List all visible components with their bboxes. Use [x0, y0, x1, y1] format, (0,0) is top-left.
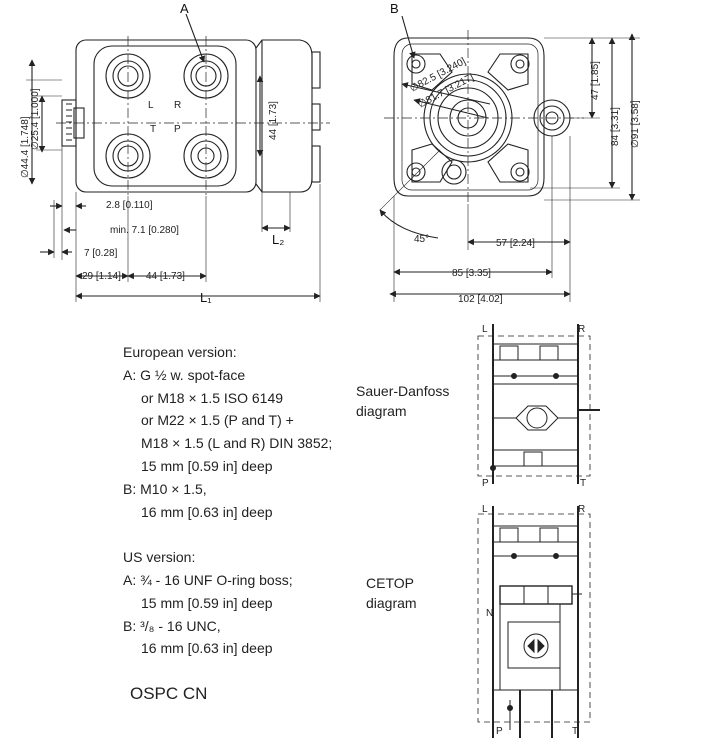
lower-boss	[441, 159, 467, 185]
sauer-label-line1: Sauer-Danfoss	[356, 383, 450, 399]
ct-label-t: T	[572, 726, 578, 737]
metering-unit	[507, 621, 561, 669]
us-b2: 16 mm [0.63 in] deep	[141, 640, 273, 657]
dim-w85: 85 [3.35]	[452, 268, 491, 279]
directional-valve	[499, 585, 573, 605]
port-label-t: T	[150, 124, 156, 135]
us-b1: B: ³/₈ - 16 UNC,	[123, 617, 221, 634]
sd-label-l: L	[482, 324, 488, 335]
dim-45deg: 45°	[414, 234, 429, 245]
cetop-label-line2: diagram	[366, 595, 417, 611]
dim-2-8: 2.8 [0.110]	[106, 200, 153, 211]
bolt-hole	[406, 162, 426, 182]
cetop-label-line1: CETOP	[366, 575, 414, 591]
side-view	[379, 15, 640, 302]
front-view	[26, 13, 330, 302]
sd-label-r: R	[578, 324, 585, 335]
dim-h91: ∅91 [3.58]	[630, 100, 641, 148]
dim-d25: ∅25.4 [1.000]	[30, 88, 41, 150]
eu-a4: M18 × 1.5 (L and R) DIN 3852;	[141, 435, 333, 452]
dim-d44: ∅44.4 [1.748]	[20, 116, 31, 178]
dim-44b: 44 [1.73]	[146, 271, 185, 282]
sauer-label-line2: diagram	[356, 403, 407, 419]
sd-label-p: P	[482, 478, 489, 489]
port-face	[93, 45, 237, 187]
cetop-label: CETOP diagram	[366, 573, 417, 613]
eu-a3: or M22 × 1.5 (P and T) +	[141, 412, 294, 429]
ct-label-r: R	[578, 504, 585, 515]
port-label-l: L	[148, 100, 154, 111]
us-a2: 15 mm [0.59 in] deep	[141, 594, 273, 611]
flange-outline	[393, 37, 545, 197]
dim-h84: 84 [3.31]	[610, 107, 621, 146]
gerotor-symbol	[523, 633, 549, 659]
us-title: US version:	[123, 549, 196, 566]
bolt-hole	[510, 54, 530, 74]
eu-a2: or M18 × 1.5 ISO 6149	[141, 389, 284, 406]
model-name: OSPC CN	[130, 684, 208, 703]
sauer-danfoss-label: Sauer-Danfoss diagram	[356, 381, 449, 421]
port-label-r: R	[174, 100, 181, 111]
eu-b2: 16 mm [0.63 in] deep	[141, 503, 273, 520]
housing-outline	[75, 39, 257, 193]
callout-b: B	[390, 1, 399, 16]
eu-a5: 15 mm [0.59 in] deep	[141, 457, 273, 474]
eu-b1: B: M10 × 1.5,	[123, 480, 207, 497]
steering-unit-symbol	[515, 405, 559, 431]
ct-label-n: N	[486, 608, 493, 619]
dim-h44: 44 [1.73]	[268, 101, 279, 140]
callout-a: A	[180, 1, 189, 16]
port-label-p: P	[174, 124, 181, 135]
bolt-hole	[510, 162, 530, 182]
dim-l2: L₂	[272, 232, 284, 247]
eu-title: European version:	[123, 344, 237, 360]
dim-7: 7 [0.28]	[84, 248, 118, 259]
housing-step	[255, 39, 313, 193]
dim-l1: L₁	[200, 290, 212, 305]
us-a1: A: ¾ - 16 UNF O-ring boss;	[123, 571, 293, 588]
sd-label-t: T	[580, 478, 586, 489]
dim-h47: 47 [1.85]	[590, 61, 601, 100]
sauer-danfoss-diagram	[477, 324, 600, 484]
cetop-diagram	[477, 506, 591, 738]
dim-min-7-1: min. 7.1 [0.280]	[110, 225, 179, 236]
dim-w57: 57 [2.24]	[496, 238, 535, 249]
bolt-hole	[406, 54, 426, 74]
dim-29: 29 [1.14]	[82, 271, 121, 282]
ct-label-l: L	[482, 504, 488, 515]
port-notes: European version: A: G ½ w. spot-face or…	[123, 341, 363, 660]
eu-a1: A: G ½ w. spot-face	[123, 366, 246, 383]
ct-label-p: P	[496, 726, 503, 737]
dim-w102: 102 [4.02]	[458, 294, 503, 305]
